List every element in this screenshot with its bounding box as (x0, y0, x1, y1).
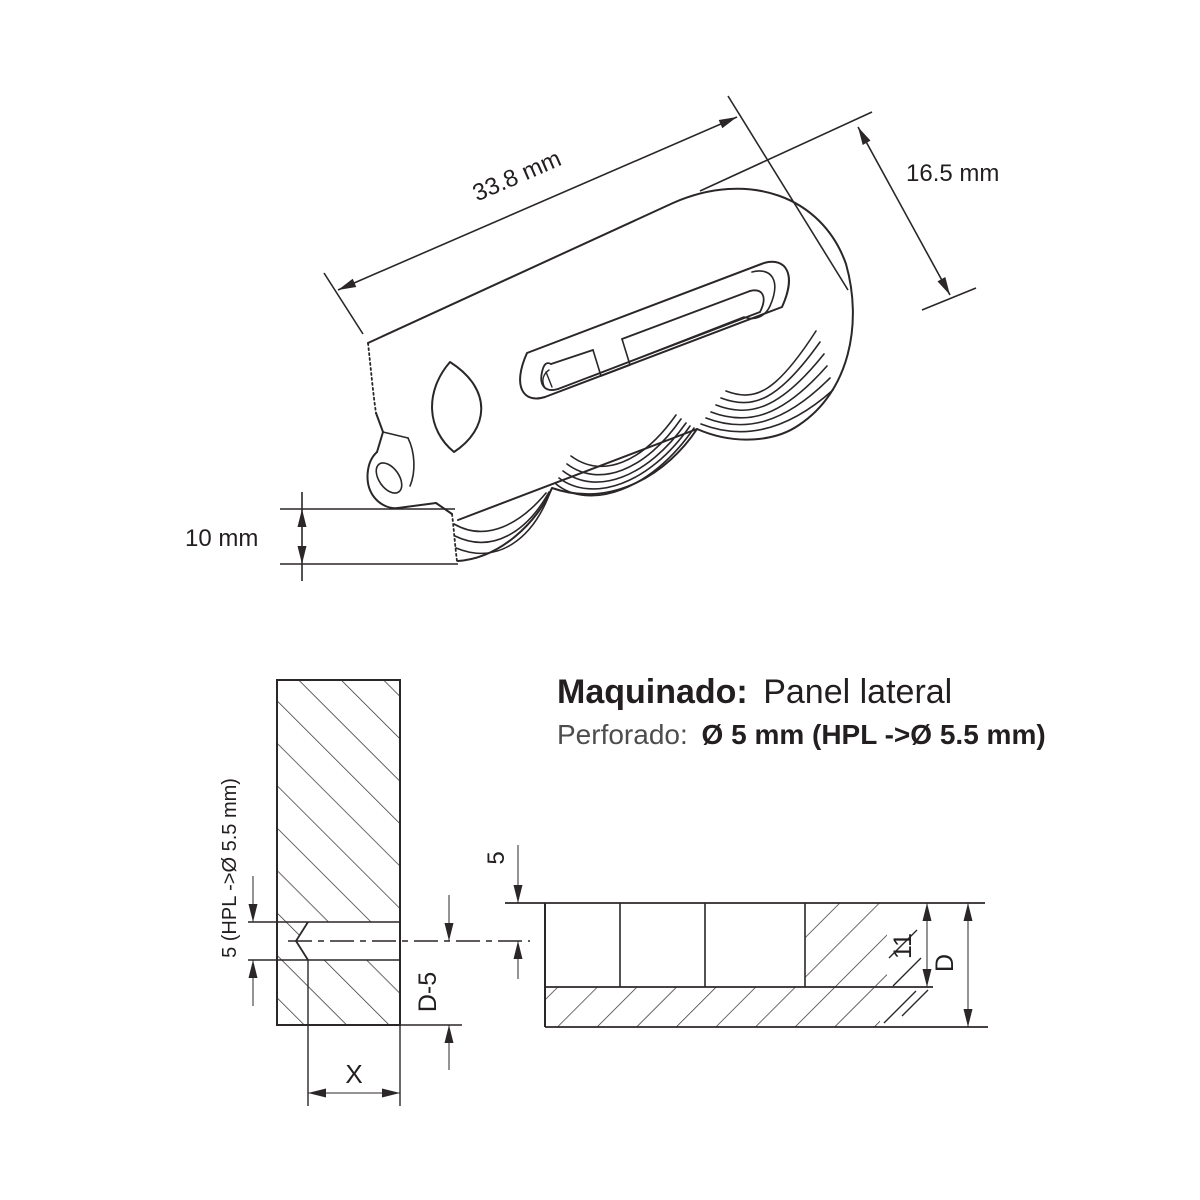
cam-end-slot (542, 369, 553, 389)
machining-title-text: Panel lateral (763, 673, 952, 711)
cam-right-cap (749, 289, 765, 313)
dim-label-pocket-depth: 11 (889, 933, 917, 959)
slot-outer-rim (519, 260, 790, 400)
ribbed-lobes (453, 330, 834, 554)
edge-hatch-strip (545, 987, 880, 1027)
ext-line-165-bottom (921, 287, 977, 311)
edge-hatch-right (805, 903, 887, 987)
machining-title-emphasis: Maquinado: (557, 673, 748, 711)
cam-left-cap (540, 362, 559, 391)
panel-hatch (277, 680, 400, 1025)
machining-title: Maquinado: Panel lateral (557, 673, 952, 711)
side-panel-section (248, 679, 530, 1106)
drilling-subtitle-value: Ø 5 mm (HPL ->Ø 5.5 mm) (702, 719, 1046, 750)
housing-bottom-left-edge (451, 513, 458, 562)
iso-dimensions (280, 95, 977, 581)
fixing-pin (366, 431, 437, 510)
cam-notch (592, 338, 631, 377)
side-bolt-hole (431, 361, 483, 453)
ext-line-165-top (699, 111, 873, 192)
pin-end-face (375, 462, 403, 494)
housing-left-corner-edge (367, 342, 377, 414)
dim-label-height: 10 mm (185, 525, 258, 552)
cam-slot (519, 260, 790, 400)
drilling-subtitle-label: Perforado: (557, 719, 688, 750)
iso-view-cam-housing (366, 187, 854, 562)
housing-front-edge (375, 412, 384, 433)
dim-line-165 (857, 126, 951, 296)
ext-line-33-right (727, 95, 849, 291)
drilling-subtitle: Perforado: Ø 5 mm (HPL ->Ø 5.5 mm) (557, 719, 1046, 750)
dim-label-depth: X (345, 1059, 362, 1089)
cam-top-edge-b (621, 290, 751, 340)
housing-outline (367, 187, 854, 562)
plate-lower-edge (457, 428, 698, 521)
dim-line-33 (337, 116, 738, 291)
dim-label-edge: 5 (483, 851, 510, 864)
cam-top-edge-a (550, 349, 594, 365)
ext-line-33-left (323, 272, 364, 335)
title-block: Maquinado: Panel lateral Perforado: Ø 5 … (557, 673, 1046, 750)
dim-label-offset: D-5 (414, 972, 442, 1012)
cam-bottom-edge (557, 311, 761, 390)
dim-label-width: 16.5 mm (906, 160, 999, 187)
dim-label-thickness: D (931, 954, 959, 972)
dim-label-hole: 5 (HPL ->Ø 5.5 mm) (219, 778, 241, 958)
panel-edge-section (505, 845, 988, 1028)
slot-inner-wall (589, 270, 776, 378)
panel-outline (276, 679, 401, 1026)
